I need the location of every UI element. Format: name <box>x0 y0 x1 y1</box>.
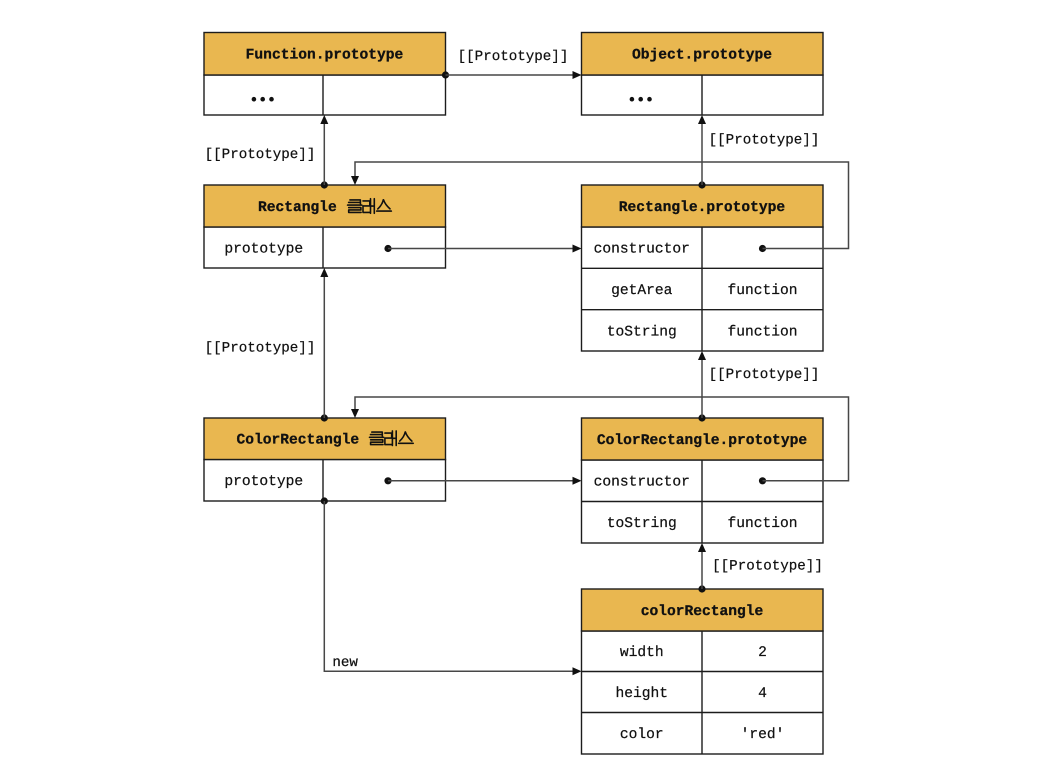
svg-text:ColorRectangle: ColorRectangle <box>237 433 360 449</box>
svg-text:[[Prototype]]: [[Prototype]] <box>712 559 823 575</box>
svg-text:[[Prototype]]: [[Prototype]] <box>458 49 569 65</box>
svg-text:height: height <box>615 686 668 702</box>
svg-text:Object.prototype: Object.prototype <box>632 48 772 64</box>
svg-text:getArea: getArea <box>611 283 673 299</box>
svg-text:function: function <box>727 324 797 340</box>
svg-text:prototype: prototype <box>224 474 303 490</box>
svg-text:prototype: prototype <box>224 241 303 257</box>
svg-text:new: new <box>332 655 358 671</box>
svg-text:function: function <box>727 283 797 299</box>
svg-text:[[Prototype]]: [[Prototype]] <box>205 147 316 163</box>
svg-text:function: function <box>727 516 797 532</box>
svg-text:'red': 'red' <box>741 727 785 743</box>
svg-text:color: color <box>620 727 664 743</box>
svg-text:toString: toString <box>607 324 677 340</box>
svg-text:Rectangle.prototype: Rectangle.prototype <box>619 200 786 216</box>
svg-text:2: 2 <box>758 645 767 661</box>
svg-text:width: width <box>620 645 664 661</box>
svg-text:ColorRectangle.prototype: ColorRectangle.prototype <box>597 433 807 449</box>
svg-text:[[Prototype]]: [[Prototype]] <box>205 341 316 357</box>
svg-text:Function.prototype: Function.prototype <box>246 48 404 64</box>
svg-text:[[Prototype]]: [[Prototype]] <box>709 133 820 149</box>
svg-text:colorRectangle: colorRectangle <box>641 604 764 620</box>
svg-text:toString: toString <box>607 516 677 532</box>
svg-text:4: 4 <box>758 686 767 702</box>
svg-text:constructor: constructor <box>594 242 690 258</box>
svg-text:[[Prototype]]: [[Prototype]] <box>709 367 820 383</box>
svg-text:Rectangle: Rectangle <box>258 200 337 216</box>
svg-text:constructor: constructor <box>594 475 690 491</box>
